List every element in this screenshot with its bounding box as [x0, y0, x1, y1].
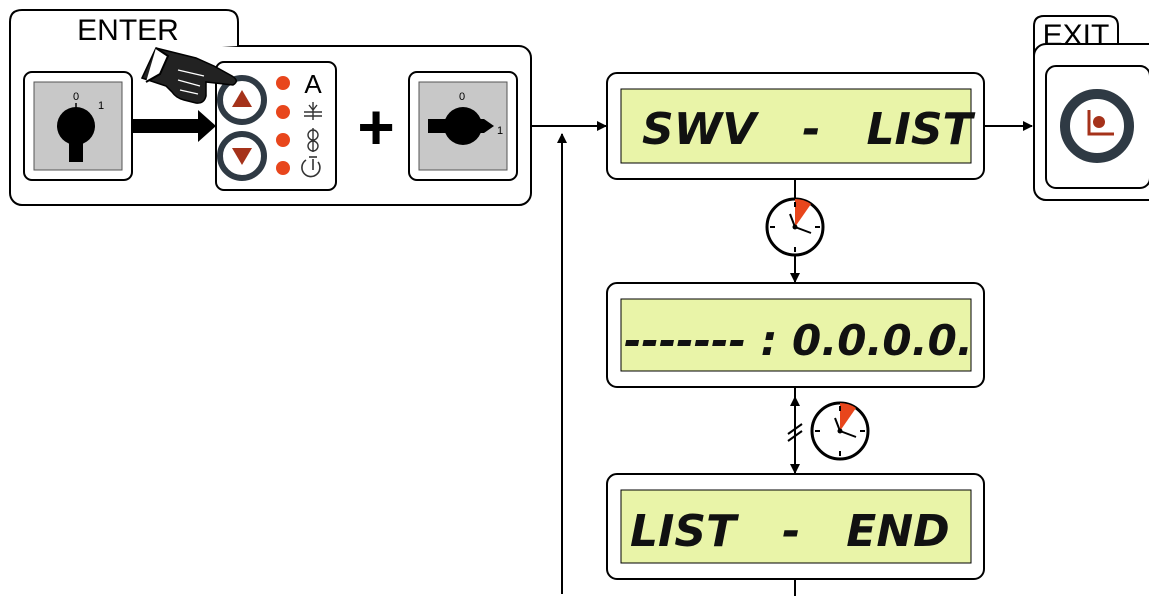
current-icon: A [304, 69, 322, 99]
switch-left-pos-1: 1 [98, 100, 104, 112]
clock-icon-2 [810, 401, 870, 461]
led-wire-speed [276, 133, 290, 147]
exit-button-icon [1087, 110, 1114, 136]
display-swv-list-text: SWV - LIST [642, 104, 976, 155]
led-current [276, 76, 290, 90]
main-switch-on[interactable]: 0 1 [408, 71, 518, 181]
led-thickness [276, 105, 290, 119]
up-arrow-icon [232, 90, 252, 107]
hand-pointer-icon [140, 47, 237, 104]
down-arrow-icon [232, 148, 252, 165]
press-arrow-icon [132, 110, 216, 142]
display-version: ------- : 0.0.0.0. [606, 282, 985, 388]
exit-button[interactable] [1045, 65, 1149, 189]
exit-title: EXIT [1043, 19, 1110, 52]
display-list-end: LIST - END [606, 473, 985, 580]
plus-sign: + [357, 91, 394, 163]
flow-connectors [531, 121, 1033, 596]
led-timer [276, 161, 290, 175]
down-button[interactable] [217, 131, 267, 181]
clock-icon [765, 197, 825, 257]
wire-feed-icon [307, 128, 319, 152]
switch-left-pos-0: 0 [73, 91, 79, 103]
display-list-end-text: LIST - END [630, 506, 950, 557]
break-mark [787, 423, 803, 442]
display-swv-list: SWV - LIST [606, 72, 985, 180]
timer-icon [301, 156, 321, 178]
enter-title: ENTER [77, 14, 179, 47]
main-switch-off[interactable]: 0 1 [23, 71, 133, 181]
led-column [276, 76, 290, 175]
display-version-text: ------- : 0.0.0.0. [624, 316, 973, 365]
switch-right-pos-0: 0 [459, 91, 465, 103]
switch-right-pos-1: 1 [497, 125, 503, 137]
thickness-icon [304, 102, 322, 120]
up-button[interactable] [217, 75, 267, 125]
